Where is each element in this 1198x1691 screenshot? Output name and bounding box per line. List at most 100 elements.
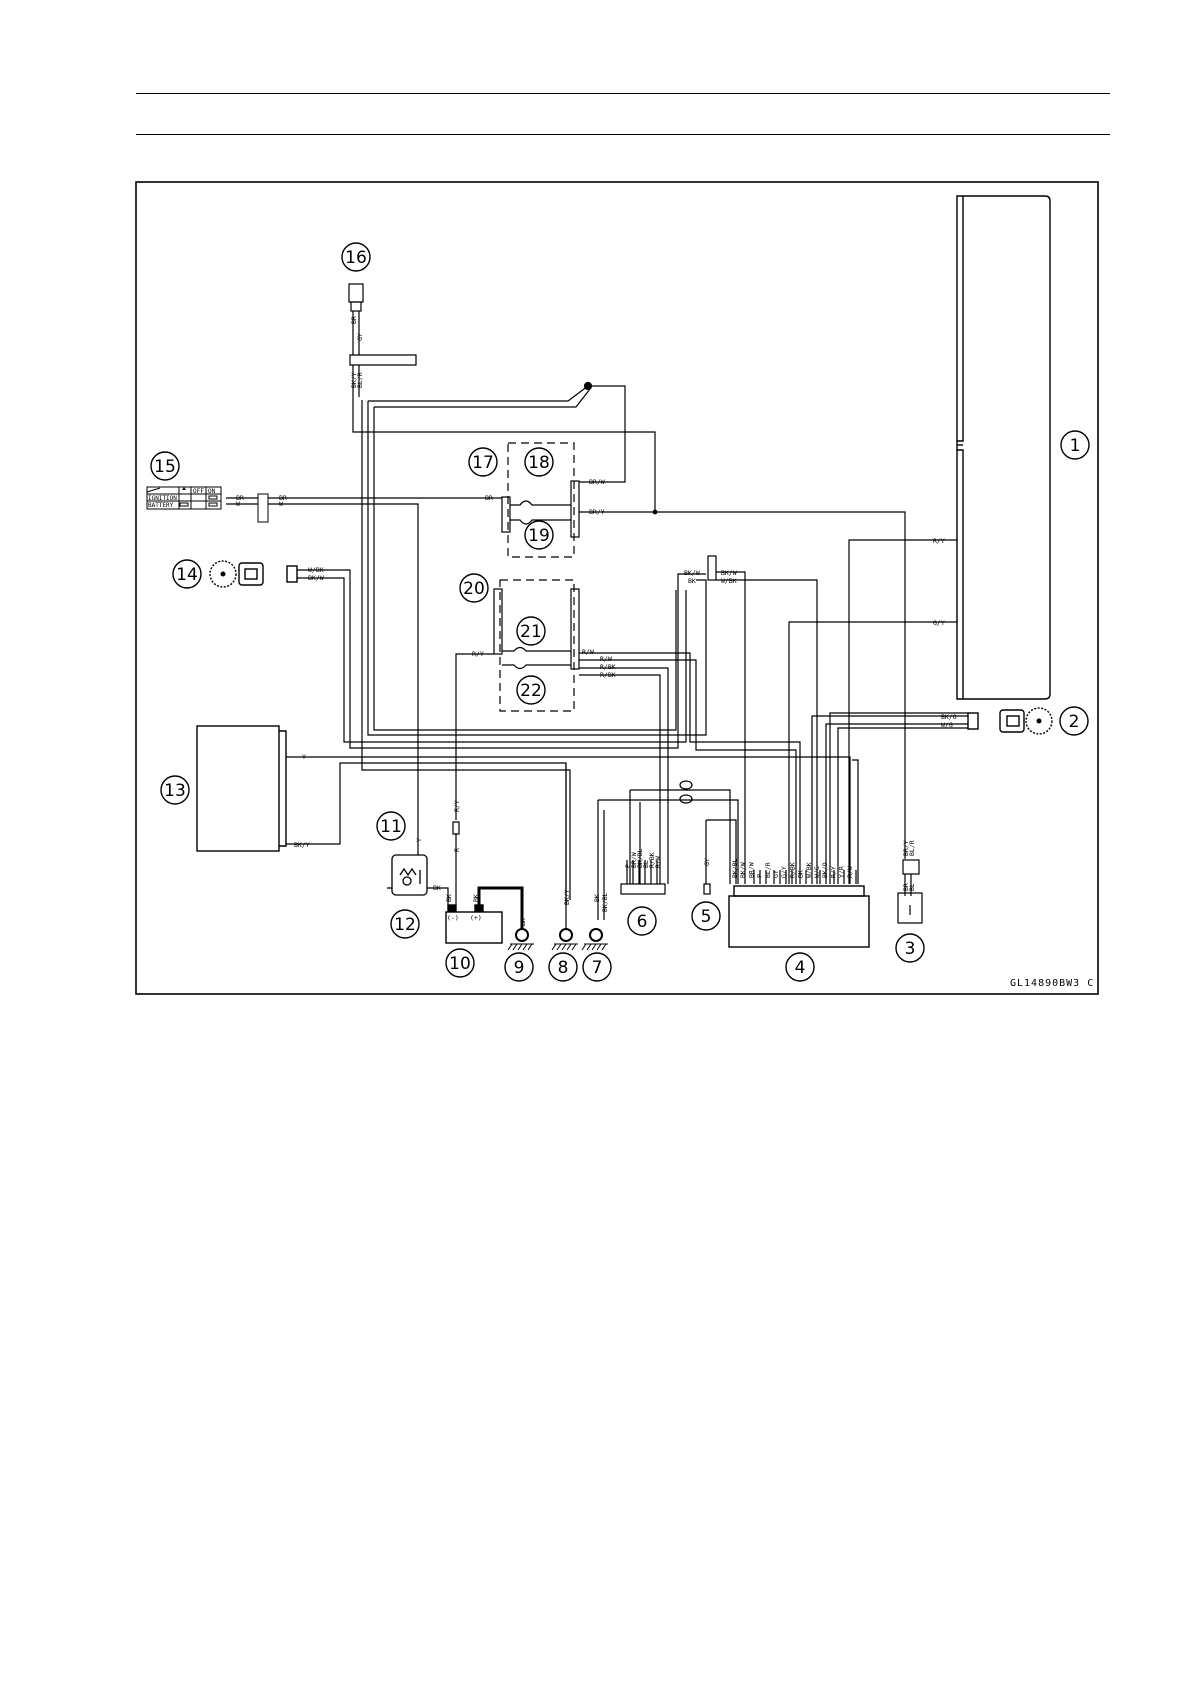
wire-label: BR (236, 494, 244, 502)
wire-label: BK/W (739, 862, 747, 878)
wire-label: BK (688, 577, 696, 585)
wire-label: BK/BL (601, 892, 609, 912)
figure-code: GL14890BW3 C (1010, 978, 1094, 989)
wire-label: R/W (654, 856, 662, 868)
wire-label: BK/Y (563, 889, 571, 905)
callout-9: 9 (504, 952, 534, 982)
junction-box-upper (501, 442, 580, 558)
wire-label: BK/BL (731, 858, 739, 878)
callout-number: 12 (394, 915, 416, 935)
small-connector (703, 883, 711, 895)
callout-6: 6 (627, 906, 657, 936)
wire-label: BL/R (356, 372, 364, 388)
top-connector (348, 283, 417, 366)
callout-15: 15 (150, 451, 180, 481)
wire-label: W (236, 500, 240, 508)
callout-number: 13 (164, 781, 186, 801)
wire-label: BK/Y (350, 372, 358, 388)
junction-box-lower (493, 579, 580, 712)
callout-number: 14 (176, 565, 198, 585)
meter-unit (956, 195, 1051, 700)
callout-11: 11 (376, 811, 406, 841)
callout-22: 22 (516, 675, 546, 705)
wire-label: BK/O (821, 862, 829, 878)
wire-label: BR (902, 883, 910, 891)
wire-label: GY (703, 858, 711, 866)
wire-label: W/BK (721, 577, 737, 585)
wire-label: (+) (470, 914, 482, 922)
wire-label: BK (519, 918, 527, 926)
pickup-sensor-right (967, 707, 1053, 735)
callout-number: 7 (592, 958, 603, 978)
callout-5: 5 (691, 901, 721, 931)
callout-12: 12 (390, 909, 420, 939)
joint-connector (620, 883, 666, 895)
callout-number: 9 (514, 958, 525, 978)
wire-label: BR/W (589, 478, 605, 486)
wire-label: BR (279, 494, 287, 502)
callout-number: 18 (528, 453, 550, 473)
callout-number: 15 (154, 457, 176, 477)
wire-label: GY (356, 333, 364, 341)
wire-label: R/BK (600, 663, 616, 671)
switch-battery-label: BATTERY (148, 502, 174, 509)
wire-label: BK (433, 884, 441, 892)
wire-label: R/W (846, 866, 854, 878)
callout-number: 21 (520, 622, 542, 642)
callout-16: 16 (341, 242, 371, 272)
wire-label: R/Y (472, 650, 484, 658)
wire-label: R/W (600, 655, 612, 663)
wire-label: BR (350, 316, 358, 324)
wire-label: R (453, 848, 461, 852)
callout-number: 8 (558, 958, 569, 978)
callout-number: 3 (905, 939, 916, 959)
wire-label: P (756, 874, 764, 878)
wire-label: Y (415, 838, 423, 842)
relay (387, 854, 428, 896)
ground-terminals (507, 928, 608, 951)
wire-label: Y (302, 753, 306, 761)
wire-label: BK/BL (636, 848, 644, 868)
callout-13: 13 (160, 775, 190, 805)
wire-label: BR/Y (589, 508, 605, 516)
callout-number: 19 (528, 526, 550, 546)
wire-label: BK (472, 894, 480, 902)
wire-label: R/BK (600, 671, 616, 679)
callout-number: 1 (1070, 436, 1081, 456)
callout-10: 10 (445, 948, 475, 978)
callout-number: 2 (1069, 712, 1080, 732)
wire-label: BL/R (764, 862, 772, 878)
callout-number: 4 (795, 958, 806, 978)
callout-18: 18 (524, 447, 554, 477)
wire-label: BK/Y (294, 841, 310, 849)
wire-label: W (279, 500, 283, 508)
wire-harness (226, 311, 968, 929)
callout-number: 17 (472, 453, 494, 473)
wire-label: BK (593, 894, 601, 902)
switch-ignition-label: IGNITION (148, 495, 177, 502)
wire-label: BK/O (941, 713, 957, 721)
wire-label: R/BK (648, 852, 656, 868)
wire-label: P (624, 864, 632, 868)
wire-label: R/Y (829, 866, 837, 878)
pickup-sensor-left (209, 560, 298, 588)
callout-number: 22 (520, 681, 542, 701)
callout-number: 16 (345, 248, 367, 268)
wire-label: BL (908, 883, 916, 891)
callout-number: 6 (637, 912, 648, 932)
battery (445, 904, 503, 944)
wire-label: R/Y (933, 537, 945, 545)
header-rule-top (136, 93, 1110, 94)
wire-label: BK/W (308, 574, 324, 582)
wire-label: (-) (447, 914, 459, 922)
wire-label: BL/R (908, 840, 916, 856)
wire-label: BR/Y (902, 840, 910, 856)
wire-label: BK (797, 870, 805, 878)
wire-label: W/BK (805, 862, 813, 878)
callout-4: 4 (785, 952, 815, 982)
header-rule-bottom (136, 134, 1110, 135)
